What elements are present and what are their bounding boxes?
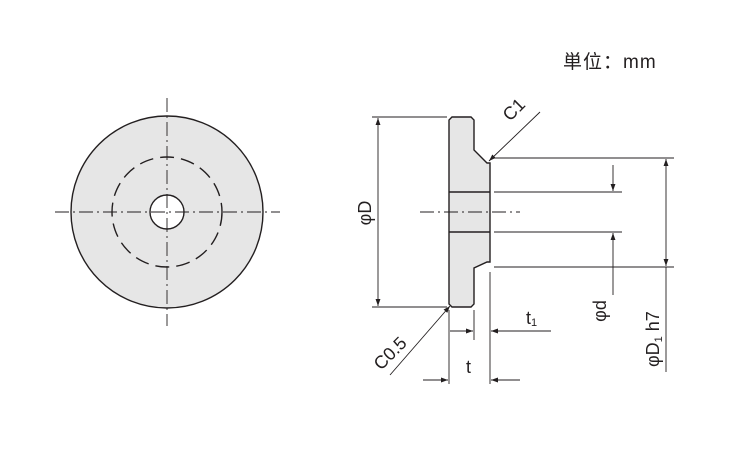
dimension-lines	[372, 111, 674, 384]
unit-label: 単位：mm	[563, 51, 657, 73]
front-view	[55, 98, 280, 326]
chamfer-small-leader	[389, 305, 451, 376]
boss-diameter-subscript: 1	[653, 336, 665, 342]
boss-diameter-label: φD1 h7	[643, 311, 665, 367]
flange-thickness-symbol: t	[526, 308, 531, 328]
outer-diameter-label: φD	[355, 201, 375, 226]
chamfer-large-label: C1	[499, 94, 529, 124]
chamfer-large-leader	[488, 111, 541, 162]
side-view	[420, 116, 520, 308]
chamfer-small-label: C0.5	[370, 333, 411, 374]
flange-thickness-label: t1	[526, 308, 537, 329]
boss-diameter-symbol: φD	[643, 342, 663, 367]
bore-diameter-label: φd	[590, 300, 610, 322]
thickness-label: t	[466, 357, 471, 377]
boss-tolerance: h7	[643, 311, 663, 331]
flange-thickness-subscript: 1	[531, 317, 537, 329]
